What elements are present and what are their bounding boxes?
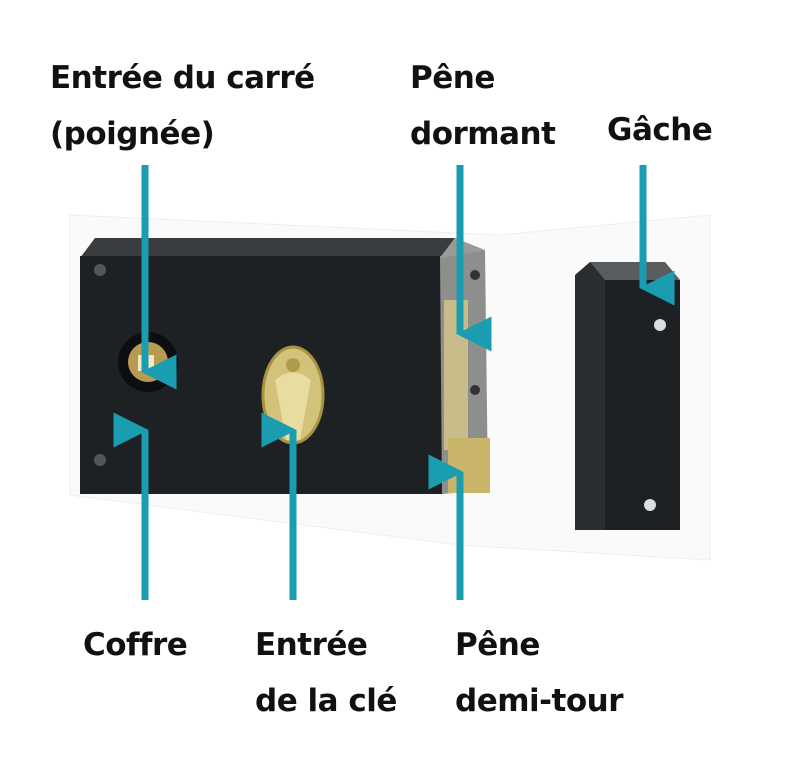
deadbolt — [444, 300, 468, 450]
strike-plate — [575, 262, 680, 530]
latch-bolt — [448, 438, 490, 493]
label-line: Coffre — [83, 627, 188, 663]
label-line: demi-tour — [455, 683, 623, 719]
label-line: Pêne — [410, 60, 495, 96]
label-line: Entrée du carré — [50, 60, 315, 96]
label-gache: Gâche — [607, 102, 713, 158]
label-line: Entrée — [255, 627, 368, 663]
label-coffre: Coffre — [83, 617, 188, 673]
label-line: de la clé — [255, 683, 397, 719]
label-entree-carre: Entrée du carré (poignée) — [50, 50, 315, 162]
label-line: (poignée) — [50, 116, 215, 152]
label-entree-cle: Entrée de la clé — [255, 617, 397, 729]
label-line: Pêne — [455, 627, 540, 663]
label-pene-demi-tour: Pêne demi-tour — [455, 617, 623, 729]
label-pene-dormant: Pêne dormant — [410, 50, 556, 162]
label-line: dormant — [410, 116, 556, 152]
label-line: Gâche — [607, 112, 713, 148]
